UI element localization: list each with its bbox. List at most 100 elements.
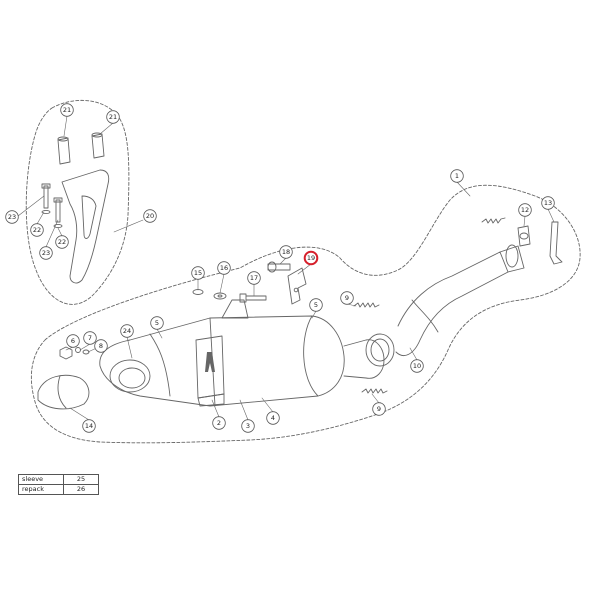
logo-plate xyxy=(195,335,225,399)
logo-plate-lower xyxy=(197,393,225,407)
grommet-left-top xyxy=(57,136,69,142)
callout-circle xyxy=(82,419,96,433)
callout-number: 13 xyxy=(544,199,552,207)
callout-22: 22 xyxy=(55,235,69,249)
callout-5: 5 xyxy=(150,316,164,330)
header-pipe-outlet xyxy=(505,244,519,268)
callout-circle xyxy=(212,416,226,430)
legend-row-sleeve: sleeve 25 xyxy=(18,474,99,485)
callout-number: 22 xyxy=(58,238,66,246)
callout-number: 23 xyxy=(42,249,50,257)
spring-upper-right xyxy=(481,217,506,224)
callout-number: 21 xyxy=(63,106,71,114)
callout-3: 3 xyxy=(241,419,255,433)
callout-number: 5 xyxy=(314,301,318,309)
callout-number: 23 xyxy=(8,213,16,221)
callout-5: 5 xyxy=(309,298,323,312)
callout-23: 23 xyxy=(39,246,53,260)
callout-circle xyxy=(518,203,532,217)
end-cap-tip xyxy=(37,374,90,410)
callout-circle xyxy=(5,210,19,224)
bolt-23-b xyxy=(53,197,63,223)
header-pipe xyxy=(395,251,509,356)
callout-circle xyxy=(279,245,293,259)
legend-value: 26 xyxy=(63,484,99,495)
bolt-18 xyxy=(267,263,291,271)
callout-9: 9 xyxy=(372,402,386,416)
legend-label: repack xyxy=(18,484,64,495)
callout-number: 16 xyxy=(220,264,228,272)
silencer-facet xyxy=(149,333,171,397)
link-pipe-sleeve xyxy=(343,339,385,379)
callout-20: 20 xyxy=(143,209,157,223)
bolt-23-a xyxy=(41,183,51,209)
callout-number: 8 xyxy=(99,342,103,350)
callout-circle xyxy=(94,339,108,353)
callout-circle xyxy=(266,411,280,425)
callout-number: 5 xyxy=(155,319,159,327)
callout-circle xyxy=(106,110,120,124)
callout-17: 17 xyxy=(247,271,261,285)
callout-21: 21 xyxy=(106,110,120,124)
bracket-19-hole xyxy=(293,287,299,293)
callout-circle xyxy=(541,196,555,210)
callout-circle xyxy=(60,103,74,117)
header-pipe-joint xyxy=(411,299,439,333)
grommet-right-top xyxy=(91,132,103,138)
callout-number: 4 xyxy=(271,414,275,422)
callout-circle xyxy=(150,316,164,330)
grommet-left xyxy=(57,137,71,165)
callout-number: 22 xyxy=(33,226,41,234)
silencer-group-outline xyxy=(30,184,581,444)
logo-mark xyxy=(205,352,215,372)
callout-16: 16 xyxy=(217,261,231,275)
callout-number: 9 xyxy=(377,405,381,413)
callout-8: 8 xyxy=(94,339,108,353)
bracket-group-outline xyxy=(25,99,130,305)
nut-6 xyxy=(59,346,73,360)
callout-21: 21 xyxy=(60,103,74,117)
callout-circle xyxy=(120,324,134,338)
callout-number: 17 xyxy=(250,274,258,282)
callout-12: 12 xyxy=(518,203,532,217)
repair-kit-legend: sleeve 25 repack 26 xyxy=(18,474,99,495)
hanger-bracket xyxy=(61,169,110,284)
callout-circle xyxy=(30,223,44,237)
callout-circle xyxy=(303,250,319,266)
clamp-12-ring xyxy=(519,232,529,240)
callout-circle xyxy=(241,419,255,433)
end-cap-outlet xyxy=(109,359,151,393)
callout-circle xyxy=(191,266,205,280)
leader-lines xyxy=(17,115,555,421)
callout-number: 19 xyxy=(307,254,315,262)
callout-circle xyxy=(372,402,386,416)
hanger-bracket-slot xyxy=(81,195,97,239)
callout-circle xyxy=(55,235,69,249)
callout-15: 15 xyxy=(191,266,205,280)
callout-number: 2 xyxy=(217,419,221,427)
callout-circle xyxy=(217,261,231,275)
callout-number: 21 xyxy=(109,113,117,121)
callout-1: 1 xyxy=(450,169,464,183)
bracket-13 xyxy=(549,221,563,265)
end-cap-outlet-inner xyxy=(118,367,146,389)
callout-4: 4 xyxy=(266,411,280,425)
callout-6: 6 xyxy=(66,334,80,348)
legend-value: 25 xyxy=(63,474,99,485)
callout-number: 14 xyxy=(85,422,93,430)
spring-9-upper xyxy=(353,302,380,308)
spring-9-lower xyxy=(361,388,388,394)
callout-circle xyxy=(410,359,424,373)
washer-16 xyxy=(213,292,227,300)
callout-number: 7 xyxy=(88,334,92,342)
callout-19-highlighted: 19 xyxy=(303,250,319,266)
callout-7: 7 xyxy=(83,331,97,345)
part-8 xyxy=(82,349,90,355)
callout-2: 2 xyxy=(212,416,226,430)
bolt-17 xyxy=(239,293,267,303)
callout-number: 24 xyxy=(123,327,131,335)
washer-16-inner xyxy=(217,294,223,298)
header-pipe-flange xyxy=(499,245,525,273)
callout-10: 10 xyxy=(410,359,424,373)
